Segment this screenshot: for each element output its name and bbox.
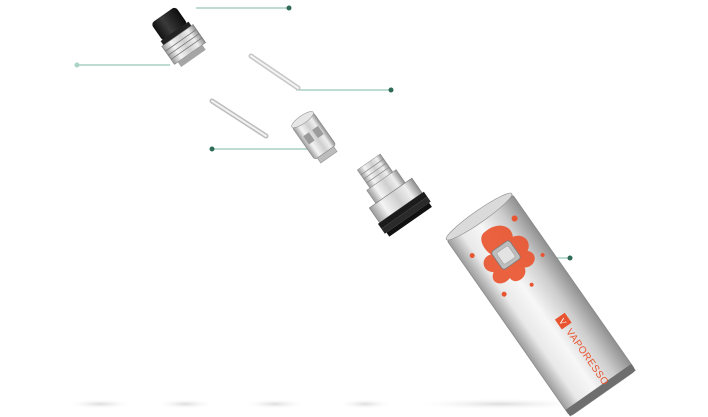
base bbox=[356, 153, 432, 237]
callout-dot-top-cap bbox=[74, 62, 80, 68]
callout-dot-coil bbox=[209, 146, 215, 152]
coil bbox=[291, 111, 338, 164]
callout-dot-glass bbox=[388, 87, 394, 93]
brand-logo-square bbox=[554, 312, 572, 330]
brand-logo-letter: V bbox=[557, 316, 569, 327]
drip-tip bbox=[152, 7, 187, 41]
inner-glass bbox=[209, 98, 269, 139]
drip-tip-top-cap bbox=[152, 7, 207, 67]
floor-shadows bbox=[66, 398, 590, 410]
fire-button[interactable] bbox=[491, 240, 522, 271]
callout-dot-drip-tip bbox=[286, 5, 292, 11]
glass-tube bbox=[248, 53, 301, 91]
callout-dot-button bbox=[567, 255, 573, 261]
battery: V VAPORESSO bbox=[445, 192, 636, 417]
